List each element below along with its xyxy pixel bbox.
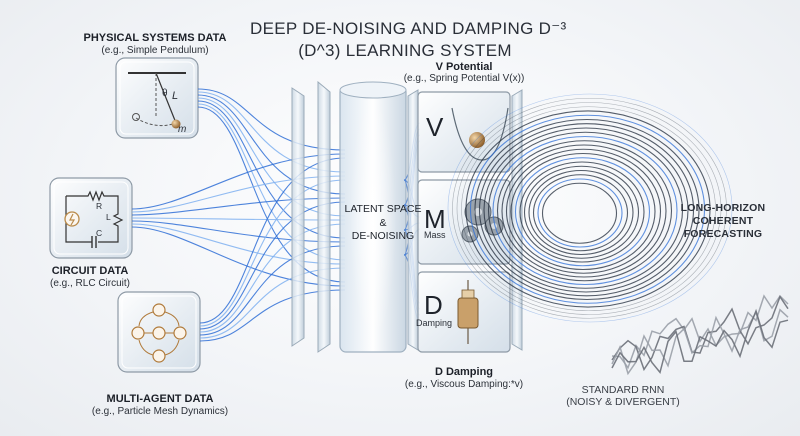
rlc-circuit-tile (49, 177, 133, 259)
spiral-ring (501, 144, 667, 278)
damping-label: Damping (416, 318, 453, 328)
multi-agent-tile (117, 291, 201, 373)
potential-letter: V (426, 112, 444, 142)
spiral-ring (452, 98, 727, 319)
flow-line (131, 226, 346, 287)
damping-module (417, 271, 511, 353)
spiral-ring (465, 110, 711, 308)
diagram-title-line2: (D^3) LEARNING SYSTEM (298, 41, 512, 60)
spiral-ring (492, 136, 678, 285)
flow-line (199, 179, 346, 327)
input-flow-lines (131, 88, 346, 342)
circuit-data-heading: CIRCUIT DATA (51, 265, 129, 277)
rnn-line1: STANDARD RNN (581, 384, 665, 396)
spiral-ring (519, 161, 645, 263)
flow-line (197, 88, 346, 151)
multi-agent-heading: MULTI-AGENT DATA (106, 393, 214, 405)
flow-line (131, 197, 346, 216)
input-glass-panes (291, 80, 331, 353)
damping-heading: D Damping (434, 366, 494, 378)
pendulum-length-label: L (172, 90, 179, 102)
potential-heading: V Potential (435, 61, 493, 73)
flow-line (197, 97, 346, 217)
coherent-line2: COHERENT (692, 215, 754, 227)
circuit-c-label: C (96, 228, 103, 238)
damping-letter: D (424, 290, 443, 320)
spiral-ring (496, 140, 673, 282)
standard-rnn-trajectories (611, 294, 789, 376)
spiral-ring (523, 165, 640, 259)
flow-line (131, 175, 346, 213)
latent-space-block (339, 81, 407, 353)
rnn-trajectory (611, 308, 789, 375)
spiral-ring (474, 118, 700, 301)
circuit-r-label: R (96, 201, 103, 211)
flow-line (131, 220, 346, 243)
flow-line (199, 245, 346, 336)
flow-line (199, 267, 346, 339)
circuit-l-label: L (106, 212, 111, 222)
latent-line3: DE-NOISING (351, 230, 415, 243)
latent-line2: & (379, 216, 387, 229)
flow-line (199, 223, 346, 333)
physical-systems-subtitle: (e.g., Simple Pendulum) (101, 45, 209, 56)
pendulum-theta-label: θ (162, 88, 168, 99)
flow-line (197, 103, 346, 261)
flow-line (197, 106, 346, 283)
physical-systems-heading: PHYSICAL SYSTEMS DATA (83, 32, 227, 44)
spiral-ring (532, 174, 629, 252)
flow-line (131, 153, 346, 210)
spiral-ring (456, 102, 722, 315)
spiral-ring (528, 169, 634, 256)
coherent-line1: LONG-HORIZON (680, 202, 766, 214)
pendulum-mass-label: m (178, 124, 187, 135)
spiral-ring (537, 178, 623, 248)
flow-line (199, 201, 346, 330)
potential-subtitle: (e.g., Spring Potential V(x)) (403, 73, 525, 84)
flow-line (197, 94, 346, 195)
spiral-ring (461, 106, 716, 311)
circuit-data-subtitle: (e.g., RLC Circuit) (49, 278, 130, 289)
flow-line (199, 157, 346, 324)
spiral-ring (447, 93, 733, 323)
flow-line (131, 217, 346, 221)
mass-letter: M (424, 204, 446, 234)
latent-space-label: LATENT SPACE & DE-NOISING (338, 203, 428, 244)
spiral-ring (487, 131, 684, 289)
spiral-ring (483, 127, 689, 293)
module-glass-pane (407, 89, 523, 351)
rnn-line2: (NOISY & DIVERGENT) (566, 396, 680, 408)
diagram-title-line1: DEEP DE-NOISING AND DAMPING D⁻³ (250, 19, 567, 38)
damping-subtitle: (e.g., Viscous Damping:*v) (404, 379, 524, 390)
rnn-trajectory (611, 295, 789, 372)
spiral-ring (514, 157, 651, 267)
mass-label: Mass (424, 230, 446, 240)
latent-line1: LATENT SPACE (344, 203, 422, 215)
spiral-ring (469, 114, 706, 304)
flow-line (131, 223, 346, 265)
spiral-ring (541, 182, 618, 244)
spiral-ring (510, 152, 656, 271)
coherent-forecast-spiral (447, 93, 733, 323)
flow-line (199, 289, 346, 342)
spiral-ring (478, 123, 695, 297)
coherent-line3: FORECASTING (683, 228, 763, 240)
multi-agent-subtitle: (e.g., Particle Mesh Dynamics) (91, 406, 229, 417)
flow-line (197, 91, 346, 173)
spiral-ring (505, 148, 662, 274)
